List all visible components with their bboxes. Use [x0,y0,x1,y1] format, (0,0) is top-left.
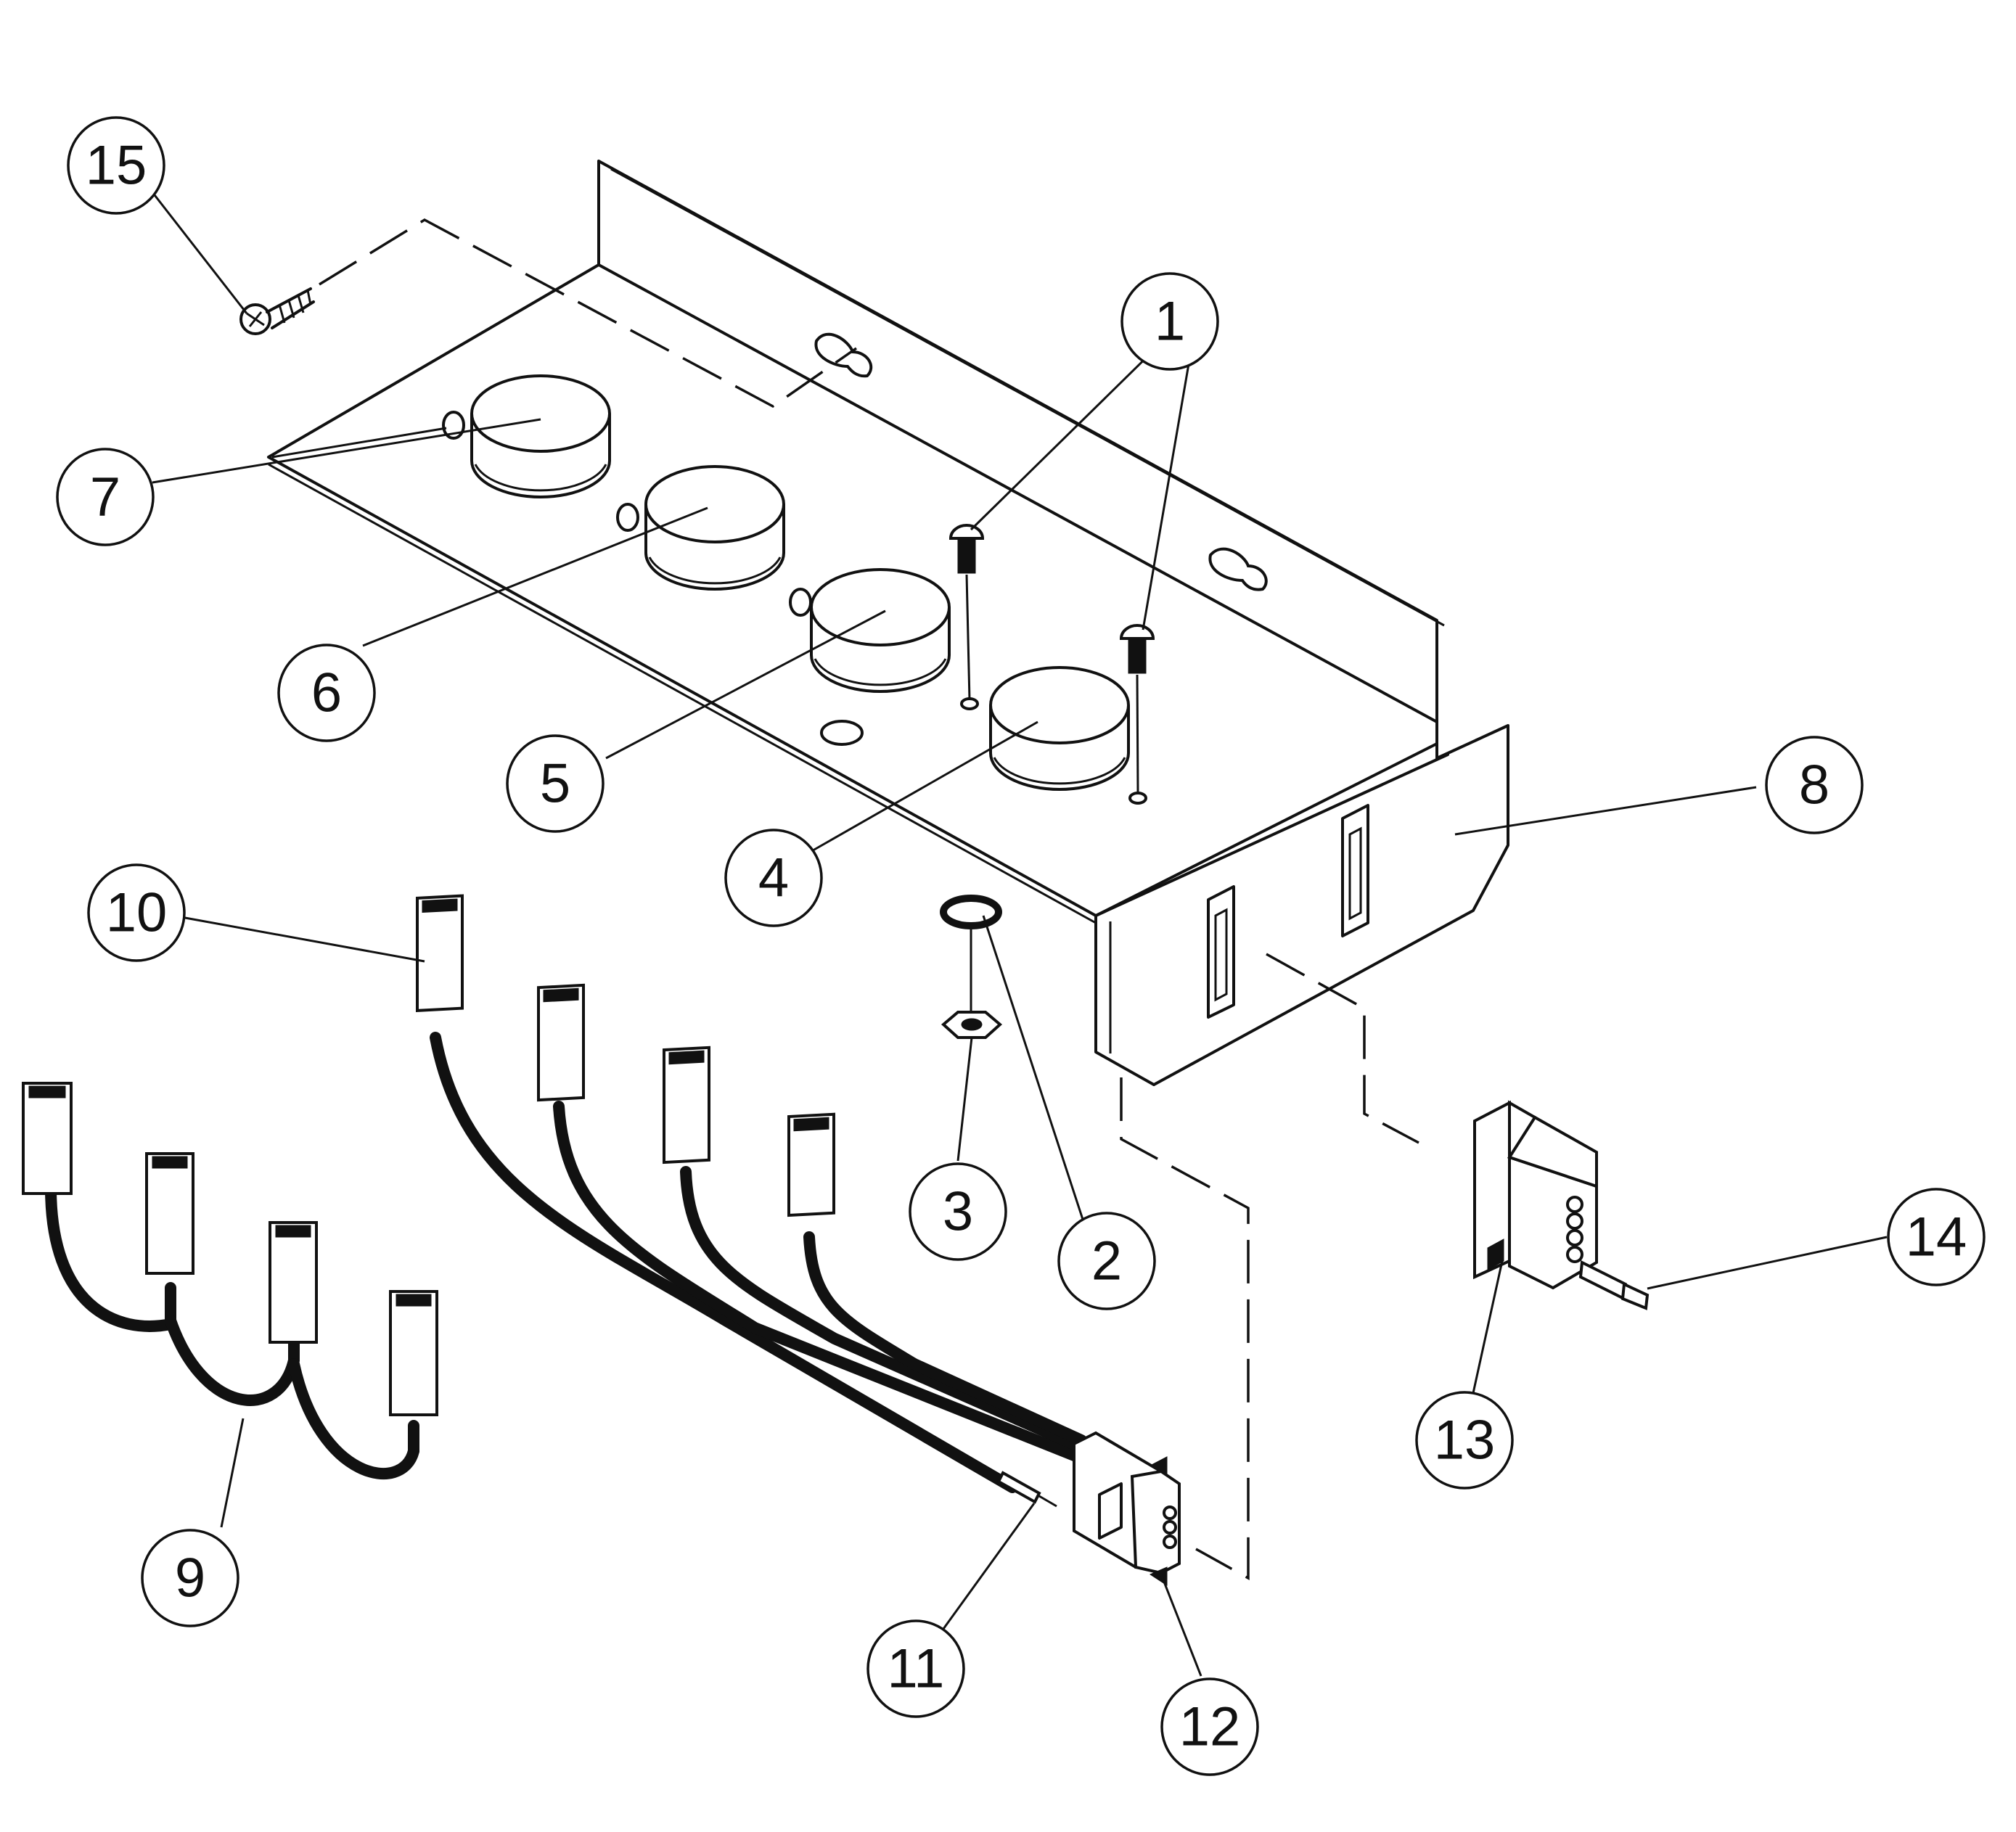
screw-1a [948,524,985,701]
callout-8: 8 [1765,736,1864,834]
bracket-assembly [267,160,1509,1086]
callout-2: 2 [1057,1212,1156,1310]
callout-label-6: 6 [311,662,342,724]
jumper-harness-9 [22,1082,438,1480]
pin-14 [1578,1260,1650,1310]
callout-label-11: 11 [888,1638,945,1700]
callout-label-13: 13 [1434,1410,1496,1471]
thermostat-disc-7 [442,374,611,498]
washer-2 [940,895,1002,1016]
callout-3: 3 [909,1162,1007,1261]
jumper-connector-b [145,1152,194,1275]
callout-7: 7 [56,448,155,546]
assembly-lines [319,218,1419,1580]
thermostat-disc-4 [989,666,1130,791]
callout-9: 9 [141,1529,239,1627]
callout-label-7: 7 [90,467,120,528]
callout-label-1: 1 [1155,291,1185,353]
callout-label-10: 10 [106,882,168,944]
callout-15: 15 [67,116,165,215]
harness-connector-c [663,1046,710,1164]
callout-12: 12 [1160,1677,1259,1776]
wire-harness-10 [416,894,1087,1493]
callout-14: 14 [1887,1188,1986,1286]
harness-connector-d [787,1112,835,1217]
jumper-connector-d [389,1290,438,1416]
jumper-connector-c [269,1221,318,1344]
callout-label-14: 14 [1906,1207,1967,1268]
callout-label-3: 3 [943,1181,973,1243]
nut-3 [941,1011,1003,1039]
callout-13: 13 [1415,1391,1514,1490]
callout-1: 1 [1120,272,1219,371]
wood-screw-15 [239,287,315,335]
callout-5: 5 [506,734,605,833]
callout-label-8: 8 [1799,755,1829,816]
jumper-connector-a [22,1082,73,1195]
terminal-block-13 [1473,1100,1598,1290]
callout-11: 11 [866,1619,965,1718]
thermostat-disc-6 [616,465,785,591]
callout-label-12: 12 [1179,1696,1241,1758]
callout-label-15: 15 [86,135,147,197]
harness-connector-a [416,894,464,1012]
callout-label-2: 2 [1091,1231,1122,1292]
leader-lines [151,192,1888,1677]
callout-10: 10 [87,863,186,962]
pin-11 [996,1471,1057,1508]
callout-label-4: 4 [758,847,789,909]
callout-4: 4 [724,829,823,927]
harness-connector-b [537,983,585,1102]
thermostat-disc-5 [789,568,951,693]
callout-label-9: 9 [175,1548,205,1609]
callout-label-5: 5 [540,753,570,815]
callout-6: 6 [277,644,376,742]
screw-1b [1119,624,1155,794]
plug-12 [1073,1431,1181,1586]
